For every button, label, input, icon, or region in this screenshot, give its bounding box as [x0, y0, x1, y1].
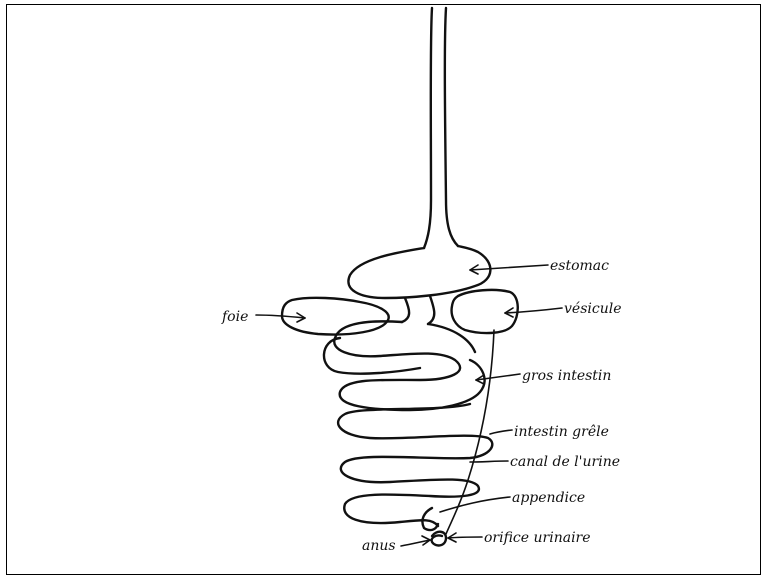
arrow-vesicule	[505, 308, 562, 317]
arrow-orifice	[448, 533, 482, 542]
label-canal-urine: canal de l'urine	[510, 454, 620, 470]
stomach	[348, 246, 490, 298]
arrow-gros-intestin	[476, 374, 520, 384]
arrow-canal-urine	[470, 461, 508, 462]
label-anus: anus	[362, 538, 396, 554]
arrow-intestin-grele	[490, 430, 512, 434]
label-orifice-urinaire: orifice urinaire	[484, 530, 591, 546]
label-vesicule: vésicule	[564, 301, 621, 317]
label-foie: foie	[221, 309, 248, 325]
arrow-foie	[256, 313, 305, 322]
small-intestine	[338, 404, 492, 526]
anus-mark	[432, 532, 446, 546]
appendix	[422, 508, 438, 530]
arrow-anus	[401, 536, 430, 546]
arrow-appendice	[440, 497, 510, 512]
label-intestin-grele: intestin grêle	[514, 424, 609, 440]
label-estomac: estomac	[550, 258, 609, 274]
duodenum	[402, 296, 434, 324]
arrow-estomac	[470, 265, 548, 274]
label-gros-intestin: gros intestin	[522, 368, 611, 384]
esophagus	[424, 8, 458, 248]
liver	[282, 298, 389, 335]
label-appendice: appendice	[512, 490, 585, 506]
